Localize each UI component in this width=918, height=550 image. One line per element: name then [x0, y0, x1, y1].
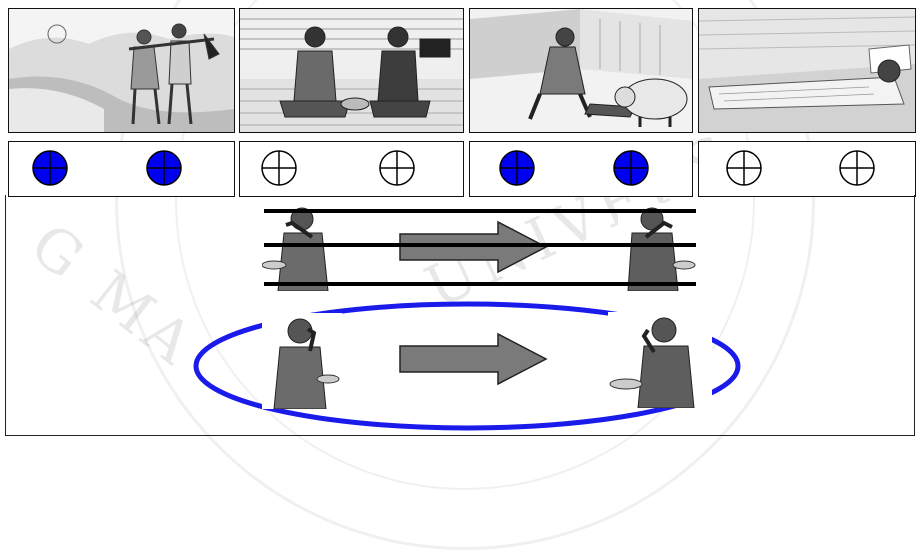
- panel-walking-to-farm: [8, 8, 235, 133]
- crossed-circle-icon: [726, 150, 762, 186]
- eating-scene-illustration: [240, 9, 463, 132]
- crossed-circle-icon: [839, 150, 875, 186]
- woman-eating-illustration: [262, 313, 342, 409]
- sleeping-scene-illustration: [699, 9, 915, 132]
- crossed-circle-icon: [146, 150, 182, 186]
- arrow-right-icon: [399, 220, 548, 274]
- crossed-circle-icon: [499, 150, 535, 186]
- woman-eating-illustration: [618, 203, 696, 291]
- person-eating-after-1: [618, 203, 696, 291]
- person-eating-after-2: [608, 312, 712, 408]
- strike-line-bottom: [264, 282, 696, 286]
- person-eating-before-1: [262, 203, 342, 291]
- arrow-right-icon: [399, 332, 548, 386]
- crossed-circle-icon: [261, 150, 297, 186]
- comparison-area: [5, 195, 915, 436]
- panel-feeding-pig: [469, 8, 693, 133]
- strike-line-top: [264, 209, 696, 213]
- woman-eating-illustration: [608, 312, 712, 408]
- person-eating-before-2: [262, 313, 342, 409]
- crossed-circle-icon: [379, 150, 415, 186]
- panel-eating-together: [239, 8, 464, 133]
- strike-line-middle: [264, 243, 696, 247]
- panel-sleeping: [698, 8, 916, 133]
- feeding-pig-scene-illustration: [470, 9, 692, 132]
- crossed-circle-icon: [32, 150, 68, 186]
- woman-eating-illustration: [262, 203, 342, 291]
- walking-scene-illustration: [9, 9, 234, 132]
- highlight-ellipse: [193, 301, 741, 431]
- crossed-circle-icon: [613, 150, 649, 186]
